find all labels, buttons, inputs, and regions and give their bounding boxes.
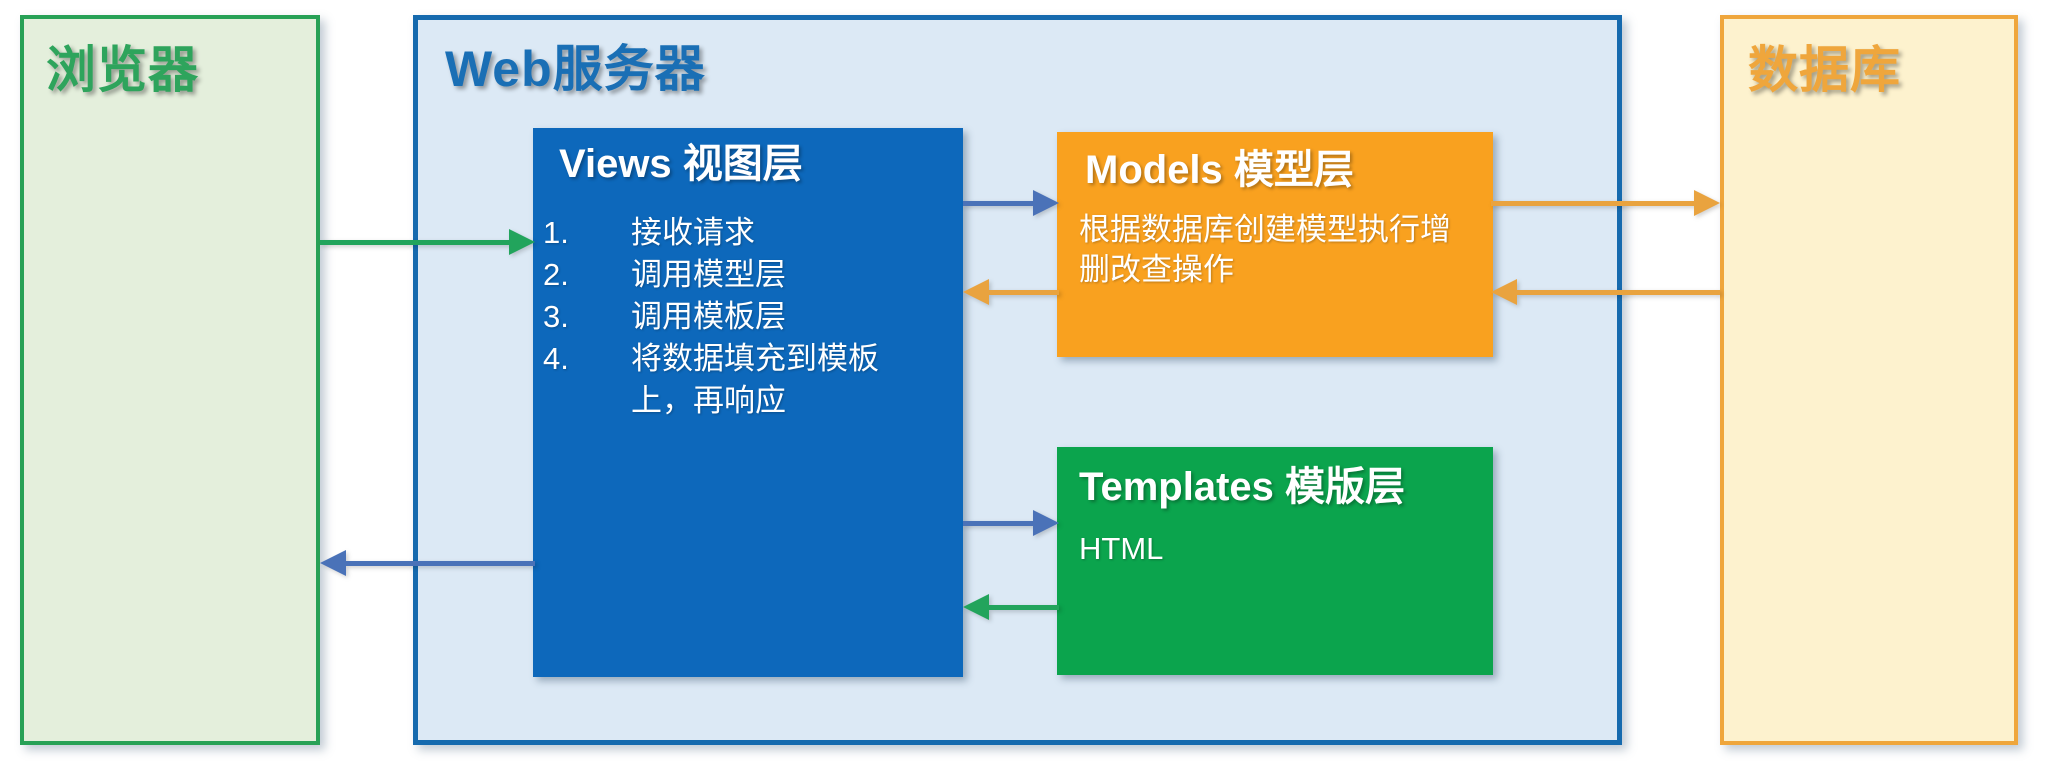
arrow-head-icon [1033,510,1059,536]
arrow-head-icon [1491,279,1517,305]
views-title: Views 视图层 [559,142,803,186]
arrow-line [985,290,1059,295]
arrow-line [985,605,1059,610]
models-description: 根据数据库创建模型执行增删改查操作 [1079,212,1451,287]
arrow-line [320,240,513,245]
views-step: 接收请求 [543,212,755,254]
arrow-head-icon [509,229,535,255]
arrow-head-icon [1694,190,1720,216]
views-step: 将数据填充到模板上，再响应 [543,338,879,418]
models-box: Models 模型层 根据数据库创建模型执行增删改查操作 [1057,132,1493,357]
arrow-head-icon [963,594,989,620]
views-step: 调用模型层 [543,254,786,296]
models-title: Models 模型层 [1085,148,1354,192]
web-server-title: Web服务器 [445,41,706,97]
views-box: Views 视图层 接收请求 调用模型层 调用模板层 将数据填充到模板上，再响应 [533,128,963,677]
arrow-database-to-models [1491,278,1720,306]
arrow-line [963,521,1037,526]
arrow-line [963,201,1037,206]
arrow-line [1491,201,1698,206]
views-step: 调用模板层 [543,296,786,338]
arrow-views-to-models [963,189,1059,217]
arrow-views-to-browser [320,549,535,577]
database-title: 数据库 [1748,42,1901,98]
browser-title: 浏览器 [46,42,199,98]
browser-box: 浏览器 [20,15,320,745]
arrow-views-to-templates [963,509,1059,537]
arrow-head-icon [320,550,346,576]
arrow-models-to-views [963,278,1059,306]
arrow-line [342,561,535,566]
views-steps-list: 接收请求 调用模型层 调用模板层 将数据填充到模板上，再响应 [539,212,931,422]
arrow-browser-to-views [320,228,535,256]
arrow-head-icon [963,279,989,305]
database-box: 数据库 [1720,15,2018,745]
arrow-models-to-database [1491,189,1720,217]
arrow-head-icon [1033,190,1059,216]
templates-description: HTML [1079,531,1164,566]
templates-title: Templates 模版层 [1079,465,1405,509]
arrow-line [1513,290,1720,295]
arrow-templates-to-views [963,593,1059,621]
templates-box: Templates 模版层 HTML [1057,447,1493,675]
